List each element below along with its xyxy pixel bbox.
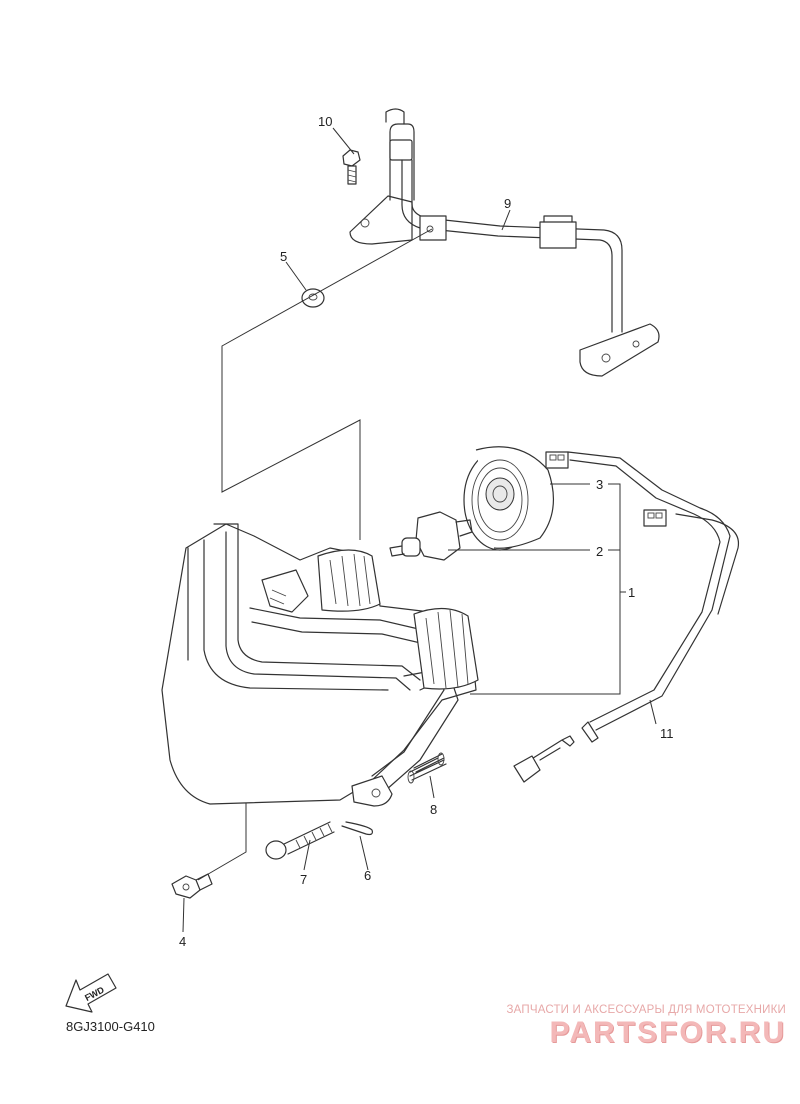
- watermark-brand: PARTSFOR.RU: [549, 1016, 786, 1049]
- part-label-4: 4: [179, 934, 186, 949]
- part-label-1: 1: [628, 585, 635, 600]
- bolt-part-10: [342, 149, 361, 185]
- part-label-2: 2: [596, 544, 603, 559]
- socket-cover-part-3: [463, 446, 554, 551]
- wire-harness-part-11: [513, 451, 740, 783]
- part-label-5: 5: [280, 249, 287, 264]
- headlight-stay-bracket: [349, 108, 660, 377]
- diagram-code: 8GJ3100-G410: [66, 1019, 155, 1034]
- fwd-direction-arrow-icon: FWD: [65, 973, 117, 1013]
- grommet-part-5: [301, 288, 325, 308]
- cotter-pin-part-6: [341, 821, 373, 836]
- bulb-part-2: [389, 511, 473, 561]
- part-label-9: 9: [504, 196, 511, 211]
- part-label-3: 3: [596, 477, 603, 492]
- part-label-7: 7: [300, 872, 307, 887]
- collar-screw-part-4: [171, 873, 213, 899]
- watermark-tagline: ЗАПЧАСТИ И АКСЕССУАРЫ ДЛЯ МОТОТЕХНИКИ: [506, 1004, 786, 1016]
- part-label-10: 10: [318, 114, 332, 129]
- headlight-body: [161, 523, 479, 807]
- spring-part-8: [407, 752, 447, 784]
- part-label-6: 6: [364, 868, 371, 883]
- part-label-8: 8: [430, 802, 437, 817]
- watermark: ЗАПЧАСТИ И АКСЕССУАРЫ ДЛЯ МОТОТЕХНИКИ PA…: [506, 1004, 786, 1050]
- adjusting-screw-part-7: [265, 821, 335, 860]
- part-label-11: 11: [660, 726, 674, 741]
